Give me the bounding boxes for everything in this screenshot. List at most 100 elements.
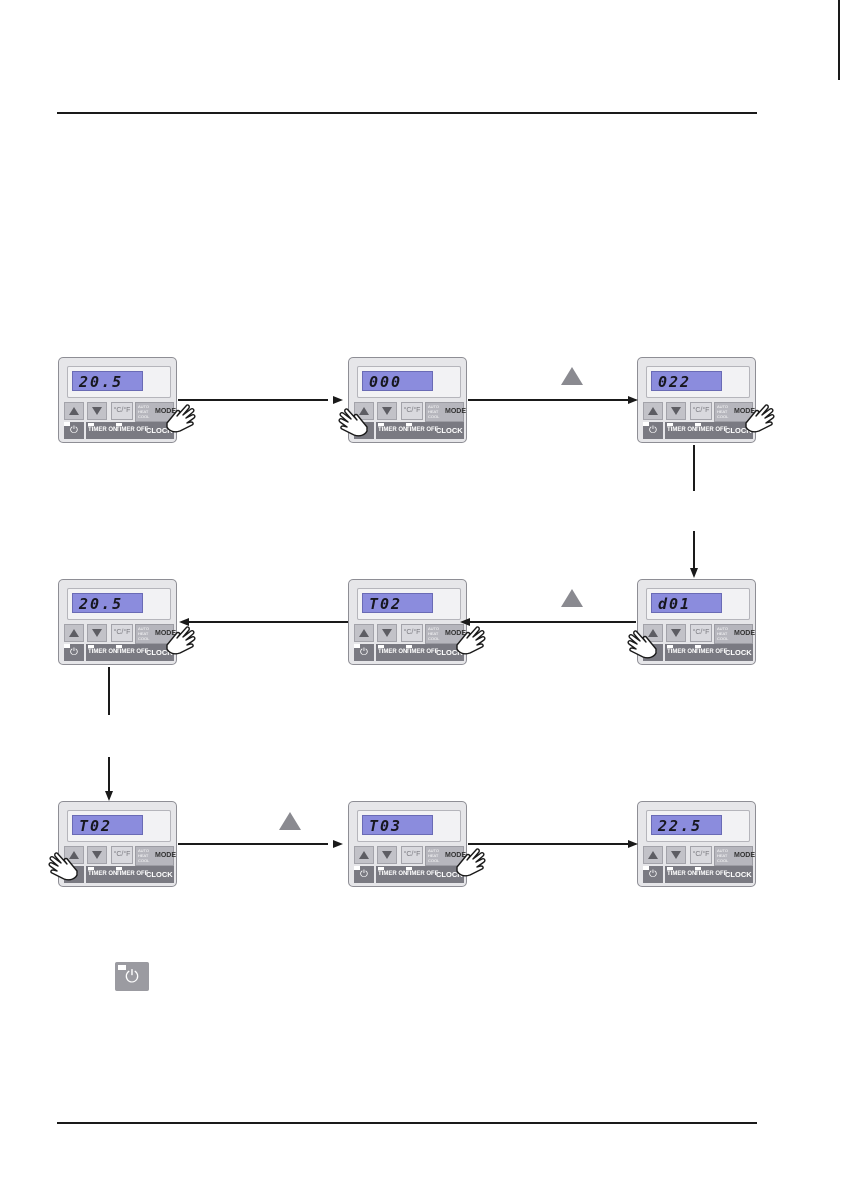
cf-button[interactable]: °C/°F [401, 624, 423, 642]
clock-button[interactable]: CLOCK [725, 426, 752, 435]
timer-on-button[interactable]: TIMER ON [378, 645, 407, 655]
down-button[interactable] [666, 846, 686, 864]
power-icon: ⏻ [360, 869, 368, 880]
up-button[interactable] [643, 402, 663, 420]
cf-button[interactable]: °C/°F [401, 846, 423, 864]
clock-button[interactable]: CLOCK [436, 648, 463, 657]
timer-on-button[interactable]: TIMER ON [88, 423, 117, 433]
lcd-display: 22.5 [651, 815, 722, 835]
down-triangle-icon [671, 407, 681, 415]
clock-button[interactable]: CLOCK [436, 426, 463, 435]
cf-button[interactable]: °C/°F [401, 402, 423, 420]
clock-button[interactable]: CLOCK [146, 870, 173, 879]
down-button[interactable] [377, 402, 397, 420]
clock-button[interactable]: CLOCK [436, 870, 463, 879]
mode-button[interactable]: AUTO HEAT COOL MODE [425, 624, 466, 644]
cf-button[interactable]: °C/°F [690, 624, 712, 642]
up-button[interactable] [354, 846, 374, 864]
timer-on-button[interactable]: TIMER ON [667, 867, 696, 877]
clock-button[interactable]: CLOCK [725, 648, 752, 657]
control-panel: T02 °C/°F AUTO HEAT COOL MODE ⏻ TIMER ON… [348, 579, 467, 665]
display-frame: T02 [67, 810, 171, 842]
mode-options: AUTO HEAT COOL [428, 848, 440, 863]
down-button[interactable] [666, 402, 686, 420]
up-triangle-icon [648, 851, 658, 859]
control-panel: 22.5 °C/°F AUTO HEAT COOL MODE ⏻ TIMER O… [637, 801, 756, 887]
arrow-line [178, 843, 328, 845]
mode-label: MODE [155, 630, 176, 637]
cf-button[interactable]: °C/°F [690, 846, 712, 864]
power-button[interactable]: ⏻ [354, 644, 374, 661]
down-button[interactable] [87, 624, 107, 642]
timer-on-button[interactable]: TIMER ON [88, 867, 117, 877]
timer-off-button[interactable]: TIMER OFF [695, 867, 727, 877]
power-button[interactable]: ⏻ [643, 422, 663, 439]
timer-off-button[interactable]: TIMER OFF [116, 645, 148, 655]
cf-button[interactable]: °C/°F [111, 624, 133, 642]
arrow-head [333, 396, 343, 404]
timer-on-button[interactable]: TIMER ON [378, 867, 407, 877]
timer-off-button[interactable]: TIMER OFF [116, 423, 148, 433]
timer-clock-bar: TIMER ON TIMER OFF CLOCK [86, 644, 174, 661]
down-button[interactable] [87, 402, 107, 420]
timer-on-button[interactable]: TIMER ON [667, 423, 696, 433]
power-button[interactable]: ⏻ [64, 422, 84, 439]
up-button[interactable] [64, 624, 84, 642]
mode-button[interactable]: AUTO HEAT COOL MODE [135, 624, 176, 644]
power-button[interactable]: ⏻ [115, 962, 149, 991]
cf-button[interactable]: °C/°F [111, 846, 133, 864]
up-button[interactable] [643, 846, 663, 864]
power-icon: ⏻ [649, 425, 657, 436]
down-button[interactable] [377, 624, 397, 642]
timer-on-button[interactable]: TIMER ON [88, 645, 117, 655]
timer-on-button[interactable]: TIMER ON [378, 423, 407, 433]
cf-button[interactable]: °C/°F [690, 402, 712, 420]
power-button[interactable]: ⏻ [354, 866, 374, 883]
arrow-line [178, 399, 328, 401]
up-triangle-icon [69, 629, 79, 637]
up-button[interactable] [64, 402, 84, 420]
timer-clock-bar: TIMER ON TIMER OFF CLOCK [86, 422, 174, 439]
mode-options: AUTO HEAT COOL [717, 626, 729, 641]
page-edge-line [838, 0, 840, 80]
display-frame: d01 [646, 588, 750, 620]
pointing-hand-icon [454, 625, 488, 655]
power-button[interactable]: ⏻ [643, 866, 663, 883]
mode-button[interactable]: AUTO HEAT COOL MODE [714, 402, 755, 422]
timer-off-button[interactable]: TIMER OFF [116, 867, 148, 877]
lcd-display: 022 [651, 371, 722, 391]
power-icon: ⏻ [125, 967, 139, 986]
down-triangle-icon [382, 851, 392, 859]
mode-button[interactable]: AUTO HEAT COOL MODE [135, 402, 176, 422]
timer-off-button[interactable]: TIMER OFF [406, 423, 438, 433]
timer-off-button[interactable]: TIMER OFF [695, 645, 727, 655]
clock-button[interactable]: CLOCK [725, 870, 752, 879]
timer-off-button[interactable]: TIMER OFF [695, 423, 727, 433]
up-button[interactable] [354, 624, 374, 642]
down-triangle-icon [382, 629, 392, 637]
down-button[interactable] [87, 846, 107, 864]
timer-off-button[interactable]: TIMER OFF [406, 867, 438, 877]
lcd-display: T02 [72, 815, 143, 835]
arrow-line [693, 531, 695, 573]
mode-button[interactable]: AUTO HEAT COOL MODE [425, 402, 466, 422]
pointing-hand-icon [743, 403, 777, 433]
mode-button[interactable]: AUTO HEAT COOL MODE [714, 624, 755, 644]
timer-on-button[interactable]: TIMER ON [667, 645, 696, 655]
clock-button[interactable]: CLOCK [146, 426, 173, 435]
up-button[interactable] [354, 402, 374, 420]
down-button[interactable] [377, 846, 397, 864]
mode-button[interactable]: AUTO HEAT COOL MODE [135, 846, 176, 866]
cf-button[interactable]: °C/°F [111, 402, 133, 420]
mode-button[interactable]: AUTO HEAT COOL MODE [425, 846, 466, 866]
mode-button[interactable]: AUTO HEAT COOL MODE [714, 846, 755, 866]
power-button[interactable]: ⏻ [64, 644, 84, 661]
clock-button[interactable]: CLOCK [146, 648, 173, 657]
down-button[interactable] [666, 624, 686, 642]
up-button[interactable] [64, 846, 84, 864]
down-triangle-icon [671, 851, 681, 859]
arrow-line [188, 621, 348, 623]
arrow-line [468, 621, 636, 623]
up-button[interactable] [643, 624, 663, 642]
timer-off-button[interactable]: TIMER OFF [406, 645, 438, 655]
